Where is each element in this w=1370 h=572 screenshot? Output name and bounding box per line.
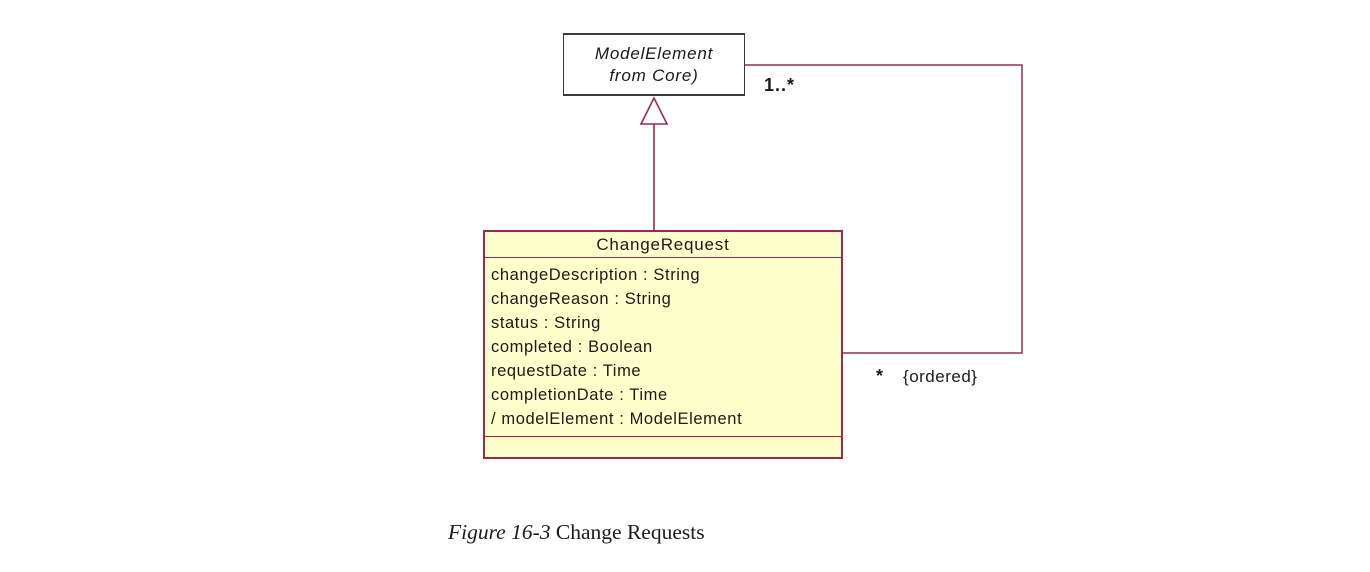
class-name-changerequest: ChangeRequest: [485, 232, 841, 258]
class-box-modelelement: ModelElement from Core): [563, 33, 745, 96]
figure-caption: Figure 16-3 Change Requests: [448, 520, 705, 545]
attribute-completed: completed : Boolean: [491, 338, 653, 356]
class-box-changerequest: ChangeRequest changeDescription : String…: [483, 230, 843, 459]
figure-title-text: Change Requests: [550, 520, 705, 544]
class-stereotype-from-core: from Core): [609, 65, 699, 85]
multiplicity-star: *: [876, 366, 884, 386]
class-name-modelelement: ModelElement: [594, 43, 714, 63]
multiplicity-label-top: 1..*: [764, 75, 796, 95]
attribute-changereason: changeReason : String: [491, 290, 672, 308]
attribute-changedescription: changeDescription : String: [491, 266, 701, 284]
attribute-requestdate: requestDate : Time: [491, 362, 642, 380]
attributes-compartment: changeDescription : String changeReason …: [485, 258, 841, 437]
attribute-modelelement: / modelElement : ModelElement: [491, 410, 743, 428]
operations-compartment-empty: [485, 437, 841, 457]
attribute-completiondate: completionDate : Time: [491, 386, 668, 404]
figure-number-label: Figure 16-3: [448, 520, 551, 544]
multiplicity-label-bottom: * {ordered}: [876, 366, 977, 387]
generalization-arrowhead-icon: [639, 96, 669, 125]
ordered-constraint-label: {ordered}: [903, 367, 978, 386]
attribute-status: status : String: [491, 314, 601, 332]
